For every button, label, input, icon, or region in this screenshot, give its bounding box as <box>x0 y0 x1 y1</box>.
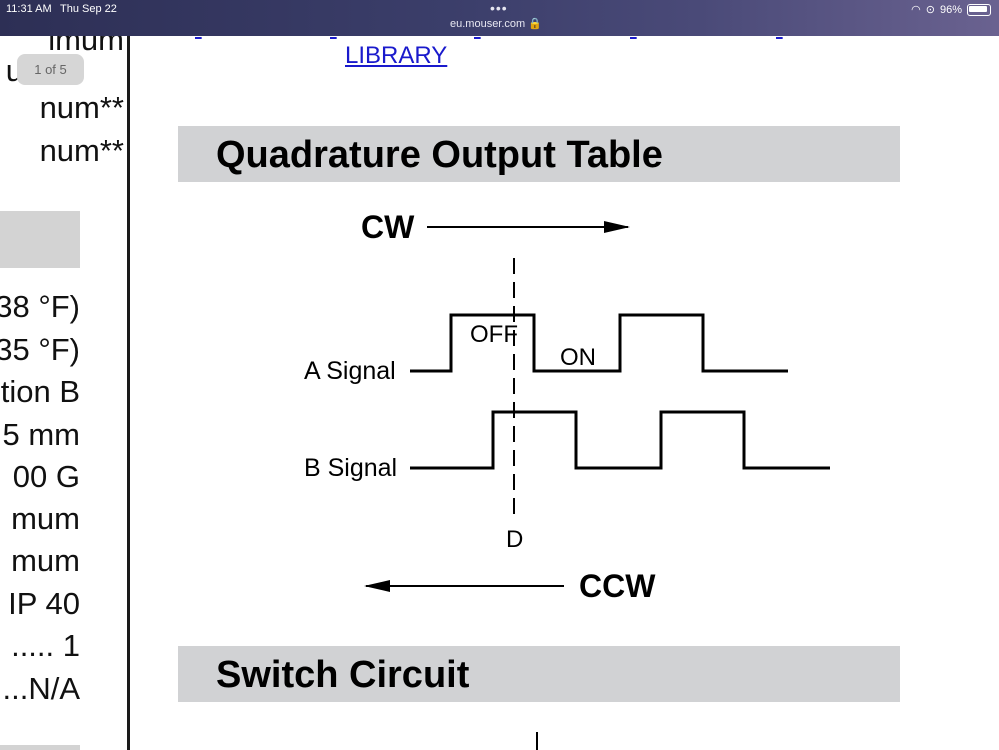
left-text-line: 5 mm <box>2 417 81 452</box>
left-text-line: num** <box>39 133 124 168</box>
orientation-lock-icon: ⊙ <box>925 4 935 16</box>
page-indicator: 1 of 5 <box>17 54 84 85</box>
battery-percent: 96% <box>939 3 962 16</box>
a-signal-label: A Signal <box>304 357 396 385</box>
left-text-line: ..... 1 <box>11 628 80 663</box>
library-link[interactable]: LIBRARY <box>345 42 448 69</box>
left-document-pane[interactable]: imum u 1 of 5 num** num** 38 °F) 35 °F) … <box>0 36 128 750</box>
left-text-fragment: imum <box>48 36 124 57</box>
left-text-line: mum <box>11 501 80 536</box>
ccw-label: CCW <box>579 568 656 604</box>
section-header-switch-circuit: Switch Circuit <box>178 646 900 702</box>
cw-label: CW <box>361 209 415 245</box>
left-text-line: mum <box>11 543 80 578</box>
section-header-quadrature: Quadrature Output Table <box>178 126 900 182</box>
on-label: ON <box>560 344 596 371</box>
left-text-line: 00 G <box>12 459 80 494</box>
left-text-line: 35 °F) <box>0 332 80 367</box>
left-text-line: num** <box>39 90 124 125</box>
a-signal-waveform <box>410 313 788 373</box>
b-signal-label: B Signal <box>304 454 397 482</box>
multitasking-dots-icon[interactable]: ••• <box>490 0 508 16</box>
right-document-pane[interactable]: LIBRARY Quadrature Output Table CW A Sig… <box>130 36 999 750</box>
left-text-line: tion B <box>0 374 80 409</box>
split-view-divider[interactable] <box>127 36 130 750</box>
section-title: Switch Circuit <box>216 654 470 696</box>
left-section-header <box>0 211 80 268</box>
left-section-header <box>0 745 80 750</box>
url-text: eu.mouser.com <box>450 18 526 30</box>
left-text-line: IP 40 <box>8 586 80 621</box>
status-bar: 11:31 AM Thu Sep 22 ••• eu.mouser.com 🔒 … <box>0 0 999 36</box>
status-time: 11:31 AM <box>6 3 52 15</box>
left-text-line: ...N/A <box>2 671 80 706</box>
b-signal-waveform <box>410 410 830 470</box>
address-bar[interactable]: eu.mouser.com 🔒 <box>450 17 542 30</box>
left-text-line: 38 °F) <box>0 289 80 324</box>
wifi-icon: ◠ <box>911 4 921 16</box>
quadrature-diagram: CW A Signal OFF ON B Signal D CCW <box>304 209 830 750</box>
lock-icon: 🔒 <box>528 18 542 30</box>
status-date: Thu Sep 22 <box>60 3 117 15</box>
section-title: Quadrature Output Table <box>216 134 663 176</box>
off-label: OFF <box>470 321 518 348</box>
battery-icon <box>967 3 991 16</box>
d-label: D <box>506 526 523 553</box>
status-indicators: ◠ ⊙ 96% <box>911 3 991 16</box>
